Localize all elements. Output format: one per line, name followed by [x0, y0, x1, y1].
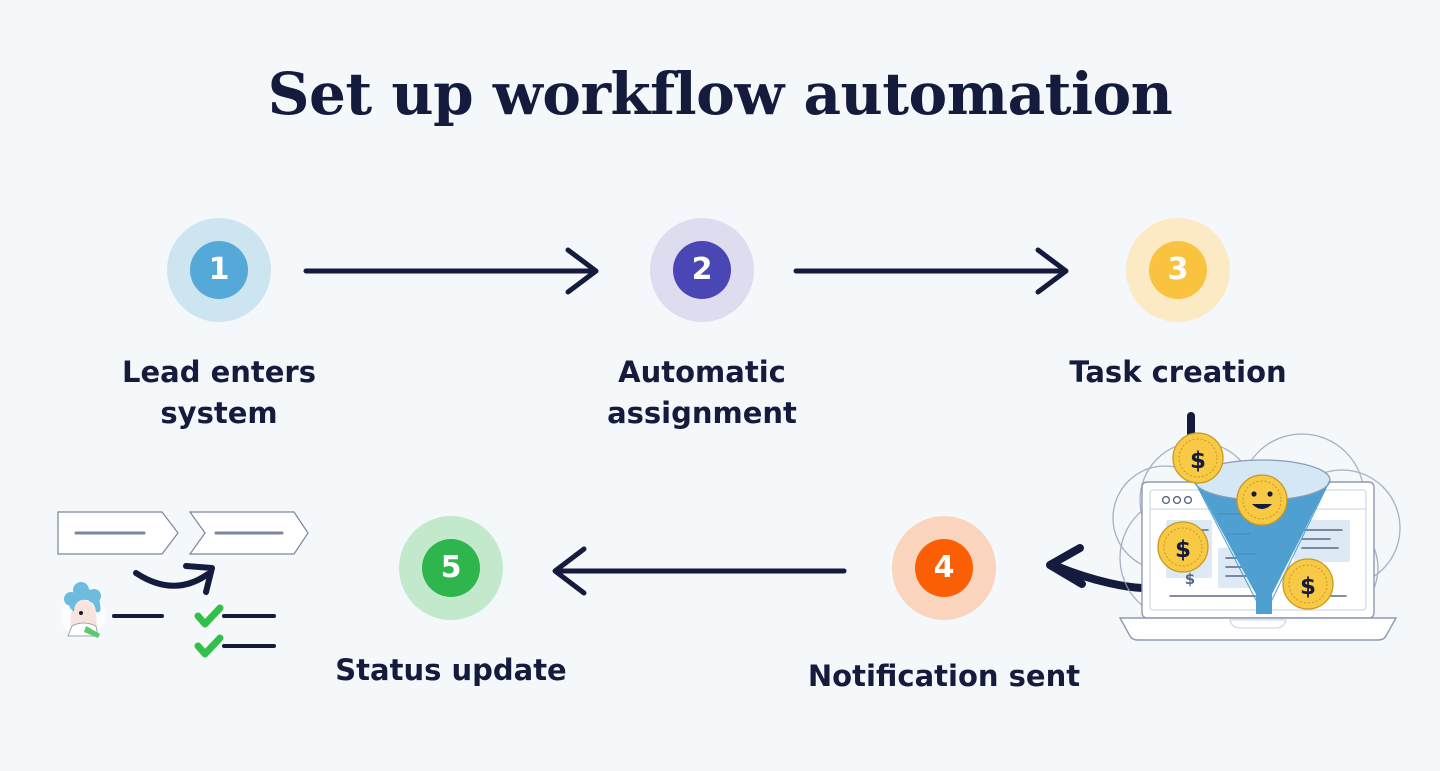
- step-number-1: 1: [190, 241, 248, 299]
- step-label-1: Lead enters system: [122, 355, 316, 431]
- step-node-2[interactable]: 2: [650, 218, 754, 322]
- arrow-step2-to-step3: [793, 247, 1069, 295]
- svg-text:$: $: [1300, 574, 1316, 600]
- banner-chevrons: [57, 511, 309, 555]
- svg-text:$: $: [1190, 448, 1206, 474]
- step-label-4: Notification sent: [807, 659, 1081, 693]
- step-number-3: 3: [1149, 241, 1207, 299]
- step-number-5: 5: [422, 539, 480, 597]
- step-node-3[interactable]: 3: [1126, 218, 1230, 322]
- avatar: [61, 582, 105, 638]
- page-title: Set up workflow automation: [267, 60, 1173, 128]
- curved-arrow: [133, 563, 215, 595]
- arrow-step4-to-step5: [552, 546, 847, 596]
- step-node-5[interactable]: 5: [399, 516, 503, 620]
- step-number-2: 2: [673, 241, 731, 299]
- svg-text:$: $: [1185, 570, 1195, 588]
- step-label-5: Status update: [335, 653, 567, 687]
- step-node-1[interactable]: 1: [167, 218, 271, 322]
- coin-left: $ $: [1157, 521, 1209, 588]
- step-label-3: Task creation: [1069, 355, 1287, 389]
- arrow-step1-to-step2: [303, 247, 599, 295]
- step-label-2: Automatic assignment: [607, 355, 797, 431]
- svg-text:$: $: [1175, 537, 1191, 563]
- coin-top: $: [1172, 432, 1224, 484]
- checklist: [194, 604, 276, 658]
- step-node-4[interactable]: 4: [892, 516, 996, 620]
- step-number-4: 4: [915, 539, 973, 597]
- browser-dots: [1161, 495, 1193, 505]
- coin-smiley: [1236, 474, 1288, 526]
- workflow-checklist-illustration: [57, 511, 309, 658]
- funnel-laptop-illustration: $ $ $ $: [1112, 412, 1401, 641]
- coin-right: $: [1282, 558, 1334, 610]
